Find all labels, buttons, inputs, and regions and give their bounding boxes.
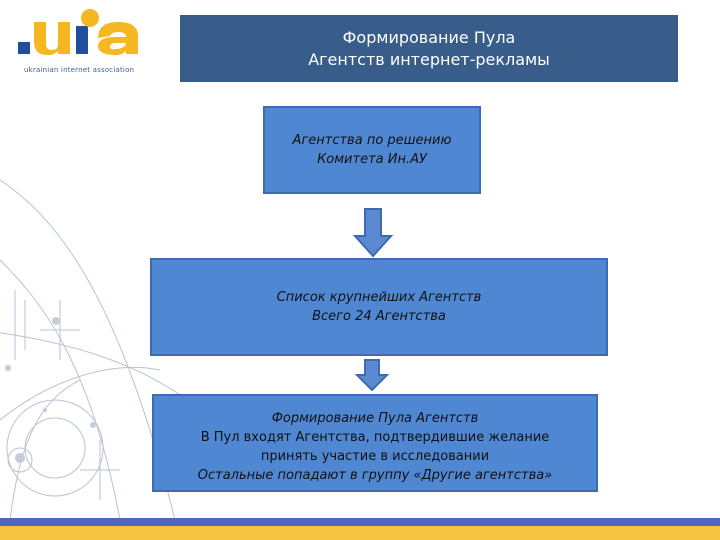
step3-line4: Остальные попадают в группу «Другие аген…: [197, 468, 553, 483]
logo-i-dot: [81, 9, 99, 27]
step3-line2: В Пул входят Агентства, подтвердившие же…: [200, 430, 550, 445]
down-arrow-icon: [355, 359, 389, 391]
logo-a: [98, 22, 138, 56]
step1-line2: Комитета Ин.АУ: [317, 152, 427, 167]
step-box-largest-agencies: Список крупнейших Агентств Всего 24 Аген…: [150, 258, 608, 356]
title-banner: Формирование Пула Агентств интернет-рекл…: [180, 15, 678, 82]
step2-line2: Всего 24 Агентства: [312, 309, 446, 324]
step3-line1: Формирование Пула Агентств: [271, 411, 479, 426]
logo-u: [34, 22, 70, 56]
title-line-1: Формирование Пула: [342, 27, 516, 47]
footer-blue-bar: [0, 518, 720, 526]
step2-line1: Список крупнейших Агентств: [276, 290, 482, 305]
logo-dot: [18, 42, 30, 54]
step1-line1: Агентства по решению: [292, 133, 452, 148]
title-line-2: Агентств интернет-рекламы: [308, 49, 550, 69]
footer-yellow-bar: [0, 526, 720, 540]
uia-logo-mark: [18, 9, 138, 56]
logo-i: [76, 26, 88, 54]
step-box-committee: Агентства по решению Комитета Ин.АУ: [263, 106, 481, 194]
logo-subtext: ukrainian internet association: [24, 66, 135, 74]
down-arrow-icon: [353, 208, 393, 258]
step-box-pool-formation: Формирование Пула Агентств В Пул входят …: [152, 394, 598, 492]
uia-logo: ukrainian internet association: [18, 8, 166, 76]
step3-line3: принять участие в исследовании: [260, 449, 490, 464]
